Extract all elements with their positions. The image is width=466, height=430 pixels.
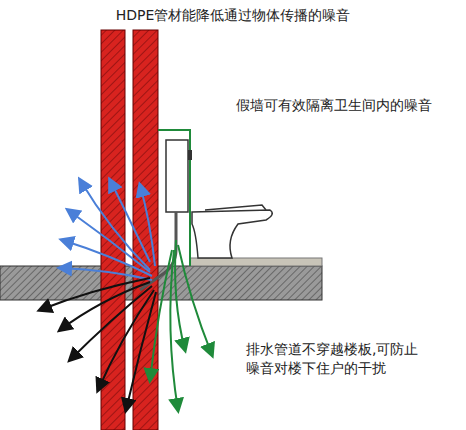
note-label: 排水管道不穿越楼板,可防止噪音对楼下住户的干扰: [246, 340, 424, 378]
note-label: 假墙可有效隔离卫生间内的噪音: [236, 96, 462, 115]
note-label: HDPE管材能降低通过物体传播的噪音: [73, 6, 393, 25]
